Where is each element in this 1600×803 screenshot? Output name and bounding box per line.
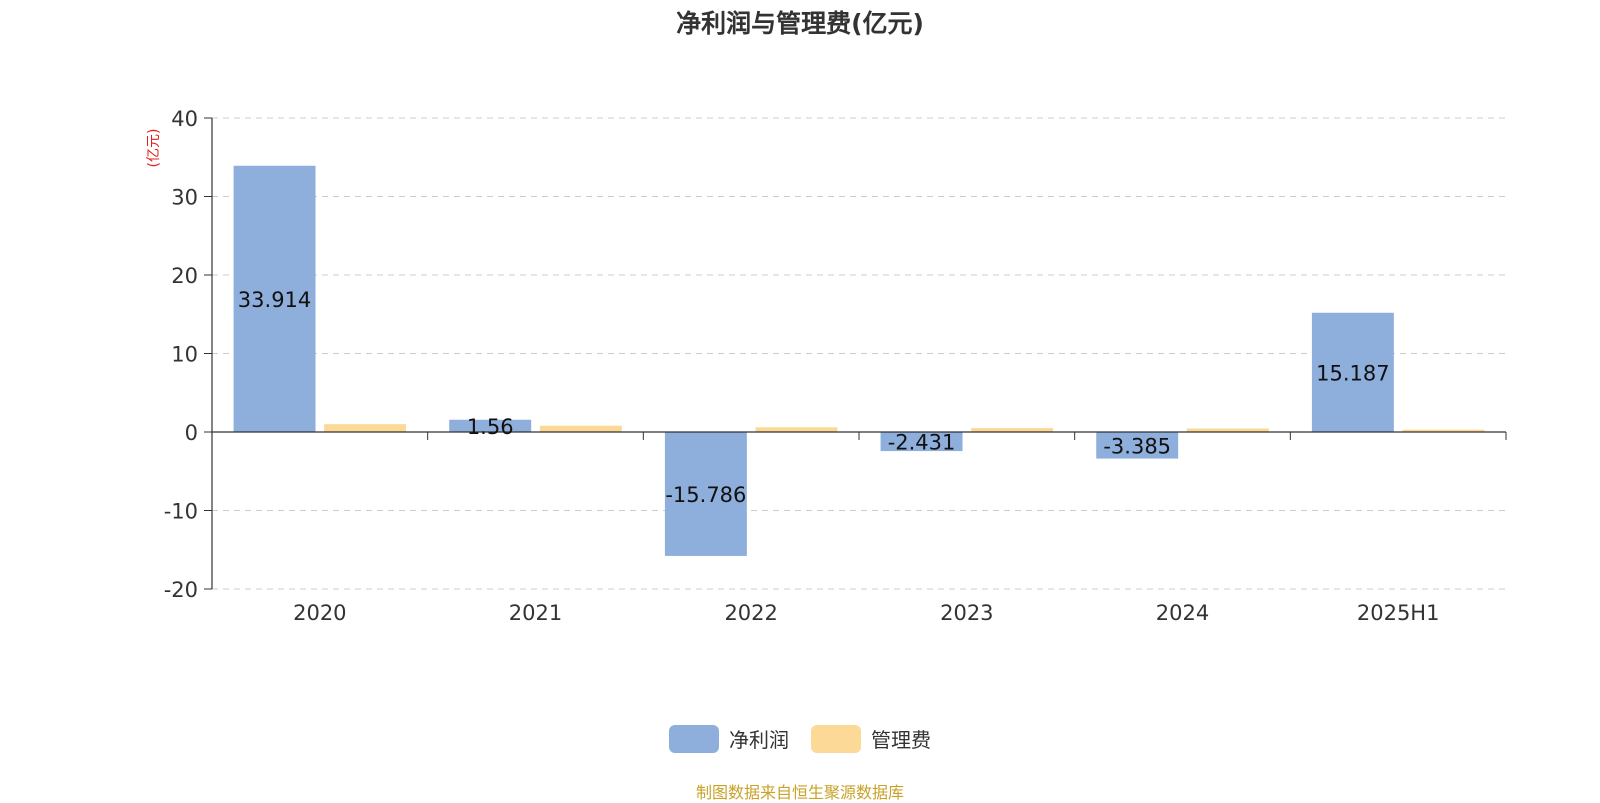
- legend-label-net-profit: 净利润: [729, 728, 789, 752]
- bar-admin-expense: [971, 428, 1054, 432]
- legend-label-admin-expense: 管理费: [871, 728, 931, 752]
- x-tick-label: 2025H1: [1357, 601, 1440, 625]
- y-tick-label: 20: [171, 264, 198, 288]
- y-tick-label: 10: [171, 343, 198, 367]
- bar-admin-expense: [539, 425, 622, 432]
- axes: -20 -10 0 10 20 30 40 2020 2021 2022 2023 2024 2025H…: [164, 107, 1507, 625]
- bar-admin-expense: [1402, 429, 1485, 432]
- y-tick-label: -10: [164, 500, 198, 524]
- bar-net-profit: [1311, 312, 1394, 432]
- x-tick-label: 2023: [940, 601, 993, 625]
- source-note: 制图数据来自恒生聚源数据库: [695, 783, 904, 802]
- x-tick-label: 2022: [724, 601, 777, 625]
- bar-net-profit: [880, 432, 963, 452]
- chart-title: 净利润与管理费(亿元): [676, 9, 924, 38]
- bar-net-profit: [664, 432, 747, 556]
- bar-admin-expense: [1186, 428, 1269, 432]
- bar-net-profit: [233, 165, 316, 433]
- x-tick-label: 2020: [293, 601, 346, 625]
- grid-lines: [212, 117, 1506, 590]
- data-label: 1.56: [467, 415, 514, 439]
- x-tick-label: 2024: [1156, 601, 1209, 625]
- legend: 净利润 管理费: [0, 724, 1600, 753]
- legend-item-admin-expense[interactable]: 管理费: [811, 724, 931, 753]
- data-label: -15.786: [665, 483, 746, 507]
- y-tick-label: 30: [171, 186, 198, 210]
- bars: [233, 165, 1485, 556]
- bar-net-profit: [1096, 432, 1179, 459]
- y-tick-label: 40: [171, 107, 198, 131]
- legend-swatch-admin-expense: [811, 724, 861, 753]
- data-label: -2.431: [888, 431, 956, 455]
- data-label: 33.914: [238, 288, 311, 312]
- legend-item-net-profit[interactable]: 净利润: [669, 724, 789, 753]
- bar-net-profit: [449, 419, 532, 432]
- y-tick-label: 0: [185, 421, 198, 445]
- data-labels: 33.914 1.56 -15.786 -2.431 -3.385 15.187: [238, 288, 1390, 507]
- y-tick-label: -20: [164, 578, 198, 602]
- bar-admin-expense: [755, 427, 838, 432]
- x-tick-label: 2021: [509, 601, 562, 625]
- y-axis-label: (亿元): [146, 129, 162, 168]
- legend-swatch-net-profit: [669, 724, 719, 753]
- bar-admin-expense: [324, 424, 407, 432]
- data-label: 15.187: [1316, 361, 1389, 385]
- data-label: -3.385: [1103, 434, 1171, 458]
